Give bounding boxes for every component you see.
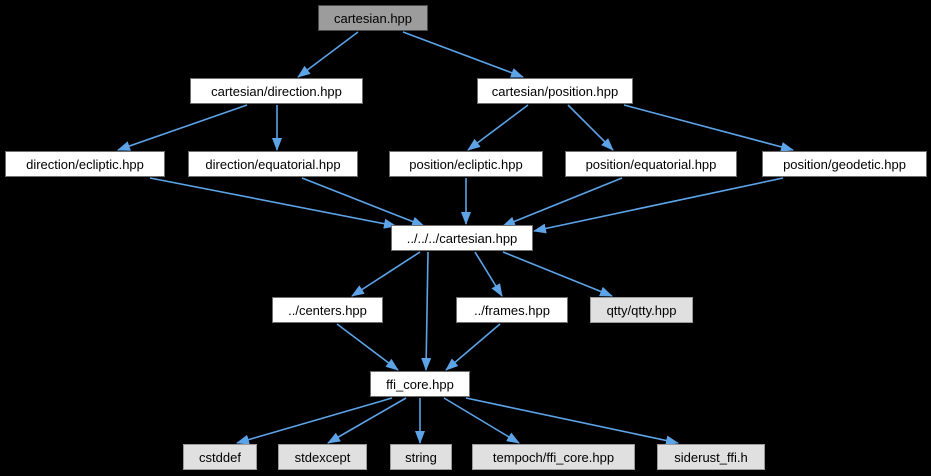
graph-node-root_cartesian[interactable]: ../../../cartesian.hpp <box>391 225 533 251</box>
edge-direction_equatorial-to-root_cartesian <box>301 177 425 227</box>
edge-direction_ecliptic-to-root_cartesian <box>149 177 397 229</box>
edge-cartesian_hpp-to-cartesian_position <box>402 31 524 78</box>
edge-ffi_core-to-stdexcept <box>327 397 407 444</box>
edge-cartesian_position-to-position_equatorial <box>567 104 614 151</box>
edge-root_cartesian-to-ffi_core <box>421 251 432 371</box>
edge-ffi_core-to-siderust_ffi <box>465 397 679 446</box>
edge-cartesian_position-to-position_ecliptic <box>467 104 529 151</box>
graph-node-label: qtty/qtty.hpp <box>606 302 677 318</box>
graph-node-position_equatorial[interactable]: position/equatorial.hpp <box>565 151 737 177</box>
graph-node-siderust_ffi: siderust_ffi.h <box>657 444 765 470</box>
edge-ffi_core-to-tempoch <box>443 397 520 444</box>
graph-node-label: position/equatorial.hpp <box>585 156 717 172</box>
graph-node-direction_equatorial[interactable]: direction/equatorial.hpp <box>188 151 358 177</box>
graph-node-frames[interactable]: ../frames.hpp <box>456 297 568 323</box>
graph-node-tempoch: tempoch/ffi_core.hpp <box>472 444 635 470</box>
edge-root_cartesian-to-centers <box>351 251 421 297</box>
graph-node-label: ffi_core.hpp <box>386 376 454 392</box>
graph-node-cartesian_direction[interactable]: cartesian/direction.hpp <box>190 78 363 104</box>
graph-node-label: cartesian/position.hpp <box>491 83 619 99</box>
graph-node-label: cartesian.hpp <box>333 10 413 26</box>
edge-root_cartesian-to-qtty <box>502 251 613 297</box>
graph-node-qtty: qtty/qtty.hpp <box>590 297 693 323</box>
graph-node-label: stdexcept <box>294 449 351 465</box>
graph-node-position_geodetic[interactable]: position/geodetic.hpp <box>762 151 927 177</box>
graph-node-label: tempoch/ffi_core.hpp <box>492 449 615 465</box>
edge-cartesian_hpp-to-cartesian_direction <box>297 31 359 78</box>
graph-node-label: ../centers.hpp <box>288 302 367 318</box>
graph-node-label: position/geodetic.hpp <box>783 156 906 172</box>
graph-node-label: string <box>405 449 437 465</box>
edge-centers-to-ffi_core <box>336 323 399 371</box>
edge-root_cartesian-to-frames <box>474 251 503 297</box>
graph-node-cartesian_hpp: cartesian.hpp <box>318 5 428 31</box>
edge-position_equatorial-to-root_cartesian <box>502 177 623 227</box>
graph-node-label: ../frames.hpp <box>474 302 550 318</box>
edge-cartesian_position-to-position_geodetic <box>623 104 794 152</box>
graph-node-label: direction/ecliptic.hpp <box>26 156 144 172</box>
graph-node-cartesian_position[interactable]: cartesian/position.hpp <box>477 78 633 104</box>
graph-node-direction_ecliptic[interactable]: direction/ecliptic.hpp <box>5 151 165 177</box>
graph-node-label: siderust_ffi.h <box>674 449 748 465</box>
graph-node-position_ecliptic[interactable]: position/ecliptic.hpp <box>389 151 543 177</box>
graph-node-centers[interactable]: ../centers.hpp <box>272 297 383 323</box>
graph-node-label: position/ecliptic.hpp <box>409 156 523 172</box>
edge-frames-to-ffi_core <box>445 323 501 371</box>
graph-node-stdexcept: stdexcept <box>278 444 367 470</box>
edge-position_geodetic-to-root_cartesian <box>533 177 784 234</box>
edge-cartesian_direction-to-direction_ecliptic <box>117 104 248 151</box>
graph-node-label: cartesian/direction.hpp <box>211 83 342 99</box>
graph-node-ffi_core[interactable]: ffi_core.hpp <box>370 371 470 397</box>
edge-ffi_core-to-cstddef <box>236 397 393 445</box>
graph-node-cstddef: cstddef <box>183 444 257 470</box>
graph-node-string: string <box>390 444 452 470</box>
graph-node-label: cstddef <box>199 449 241 465</box>
graph-node-label: direction/equatorial.hpp <box>205 156 341 172</box>
graph-node-label: ../../../cartesian.hpp <box>406 230 518 246</box>
